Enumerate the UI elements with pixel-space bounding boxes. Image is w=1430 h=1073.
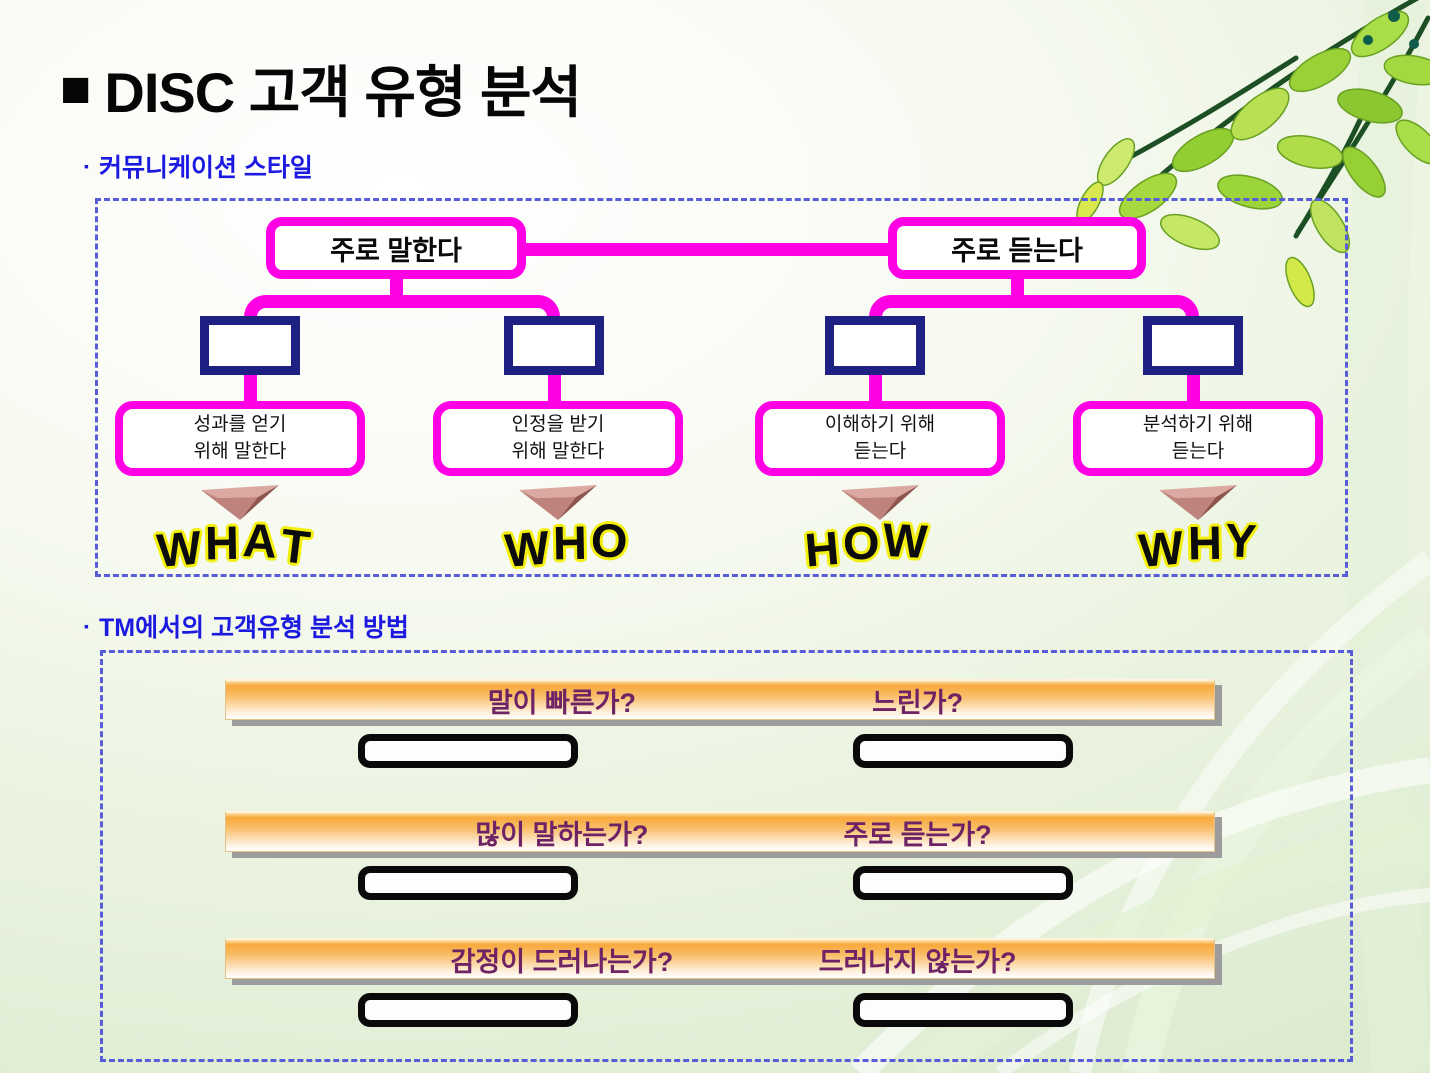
question-right: 주로 듣는가? (843, 819, 992, 850)
reason-line: 분석하기 위해 (1142, 413, 1254, 435)
root-box-speaks-label: 주로 말한다 (330, 235, 462, 266)
connector-stub (869, 369, 882, 405)
connector-stub (1011, 275, 1024, 299)
heading-bullet-icon: ▪ (84, 618, 89, 634)
down-arrow-icon (1159, 485, 1237, 520)
question-bar-speed: 말이 빠른가? 느린가? (225, 679, 1215, 720)
reason-box-what: 성과를 얻기 위해 말한다 (115, 401, 365, 476)
empty-type-box-4 (1143, 316, 1243, 375)
reason-line: 성과를 얻기 (193, 413, 287, 435)
connector-stub (244, 369, 257, 405)
question-right: 느린가? (872, 687, 964, 718)
question-left: 많이 말하는가? (475, 819, 649, 850)
page-title: ■ DISC 고객 유형 분석 (60, 48, 582, 129)
communication-style-heading-text: 커뮤니케이션 스타일 (98, 154, 313, 182)
tm-analysis-heading: ▪ TM에서의 고객유형 분석 방법 (84, 608, 409, 644)
connector-stub (548, 369, 561, 405)
down-arrow-icon (841, 485, 919, 520)
question-left: 말이 빠른가? (487, 687, 637, 718)
tm-analysis-heading-text: TM에서의 고객유형 분석 방법 (98, 614, 409, 642)
connector-stub (1187, 369, 1200, 405)
down-arrow-icon (519, 485, 597, 520)
answer-box-empty (853, 734, 1073, 768)
question-right: 드러나지 않는가? (818, 946, 1017, 977)
reason-line: 듣는다 (1171, 440, 1225, 462)
reason-line: 듣는다 (853, 440, 907, 462)
page-title-text: DISC 고객 유형 분석 (104, 61, 582, 124)
title-bullet-icon: ■ (60, 59, 91, 118)
reason-box-why: 분석하기 위해 듣는다 (1073, 401, 1323, 476)
answer-box-empty (358, 734, 578, 768)
communication-style-panel: 주로 말한다 주로 듣는다 성과를 얻기 위해 말한다 인정을 받기 위해 말한… (95, 198, 1348, 577)
root-box-listens-label: 주로 듣는다 (951, 235, 1083, 266)
empty-type-box-1 (200, 316, 300, 375)
answer-box-empty (853, 993, 1073, 1027)
root-box-listens: 주로 듣는다 (888, 217, 1146, 279)
root-connector-line (524, 243, 890, 256)
tm-analysis-panel: 말이 빠른가? 느린가? 많이 말하는가? 주로 듣는가? 감정이 드러나는가?… (100, 650, 1353, 1062)
connector-stub (390, 275, 403, 299)
reason-box-who: 인정을 받기 위해 말한다 (433, 401, 683, 476)
reason-line: 위해 말한다 (511, 440, 605, 462)
question-bar-talkativeness: 많이 말하는가? 주로 듣는가? (225, 811, 1215, 852)
answer-box-empty (358, 993, 578, 1027)
root-box-speaks: 주로 말한다 (266, 217, 526, 279)
reason-line: 이해하기 위해 (824, 413, 936, 435)
down-arrow-icon (201, 485, 279, 520)
heading-bullet-icon: ▪ (84, 158, 89, 174)
reason-box-how: 이해하기 위해 듣는다 (755, 401, 1005, 476)
reason-line: 위해 말한다 (193, 440, 287, 462)
communication-style-heading: ▪ 커뮤니케이션 스타일 (84, 148, 313, 184)
empty-type-box-3 (825, 316, 925, 375)
empty-type-box-2 (504, 316, 604, 375)
answer-box-empty (358, 866, 578, 900)
question-left: 감정이 드러나는가? (450, 946, 674, 977)
reason-line: 인정을 받기 (511, 413, 605, 435)
question-bar-emotion: 감정이 드러나는가? 드러나지 않는가? (225, 938, 1215, 979)
answer-box-empty (853, 866, 1073, 900)
